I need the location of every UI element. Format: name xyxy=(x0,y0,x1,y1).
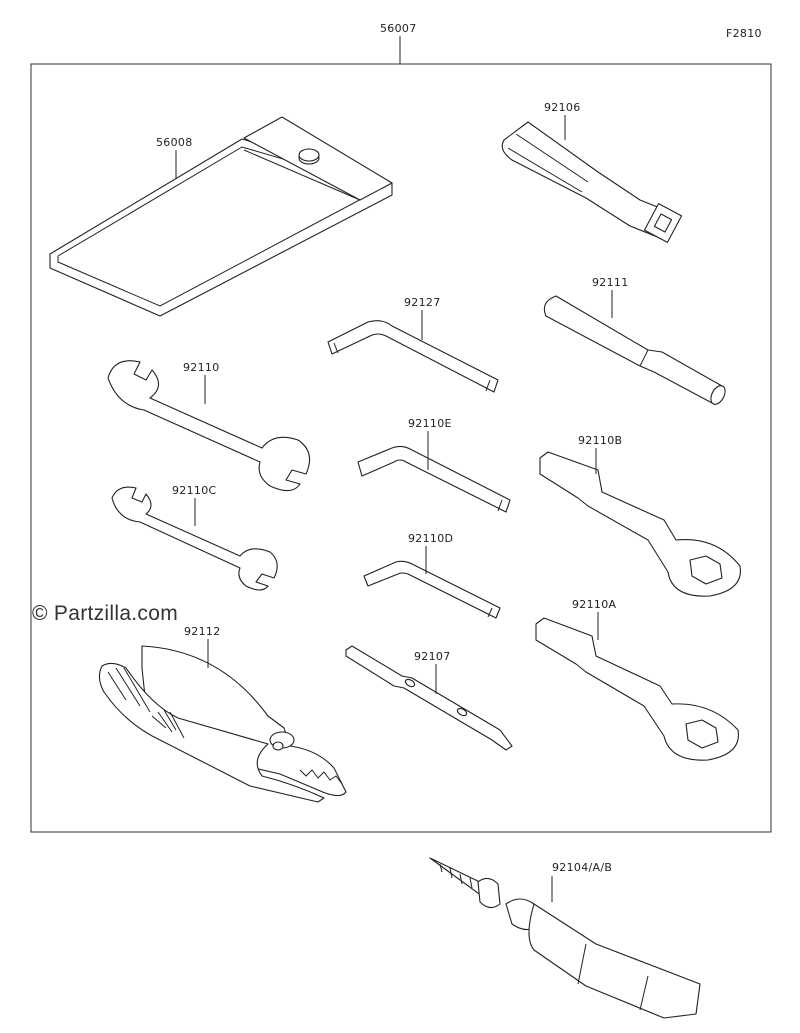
part-number-92110D: 92110D xyxy=(408,532,453,545)
part-number-92110A: 92110A xyxy=(572,598,616,611)
hex-key-small-drawing xyxy=(363,560,501,619)
pliers-drawing xyxy=(98,645,347,803)
tool-kit-frame xyxy=(30,63,772,833)
assembly-part-number: 56007 xyxy=(380,22,417,35)
part-number-92127: 92127 xyxy=(404,296,441,309)
part-number-92110E: 92110E xyxy=(408,417,452,430)
part-number-92111: 92111 xyxy=(592,276,629,289)
part-number-92110C: 92110C xyxy=(172,484,216,497)
ring-spanner-lower-drawing xyxy=(535,617,739,761)
hex-key-medium-drawing xyxy=(357,445,511,513)
grease-tube-drawing xyxy=(429,857,701,1019)
part-number-56008: 56008 xyxy=(156,136,193,149)
wrench-large-drawing xyxy=(107,360,311,492)
screwdriver-bit-drawing xyxy=(345,645,513,751)
hex-key-large-drawing xyxy=(327,320,499,393)
part-number-92110B: 92110B xyxy=(578,434,622,447)
extension-bar-drawing xyxy=(543,295,726,405)
figure-code: F2810 xyxy=(726,27,762,40)
part-number-92112: 92112 xyxy=(184,625,221,638)
wrench-small-drawing xyxy=(111,486,278,591)
screwdriver-handle-drawing xyxy=(501,121,683,243)
part-number-92106: 92106 xyxy=(544,101,581,114)
pouch-drawing xyxy=(49,116,393,317)
part-number-92104AB: 92104/A/B xyxy=(552,861,612,874)
part-number-92110: 92110 xyxy=(183,361,220,374)
ring-spanner-upper-drawing xyxy=(539,451,741,597)
watermark: © Partzilla.com xyxy=(32,602,178,625)
part-number-92107: 92107 xyxy=(414,650,451,663)
